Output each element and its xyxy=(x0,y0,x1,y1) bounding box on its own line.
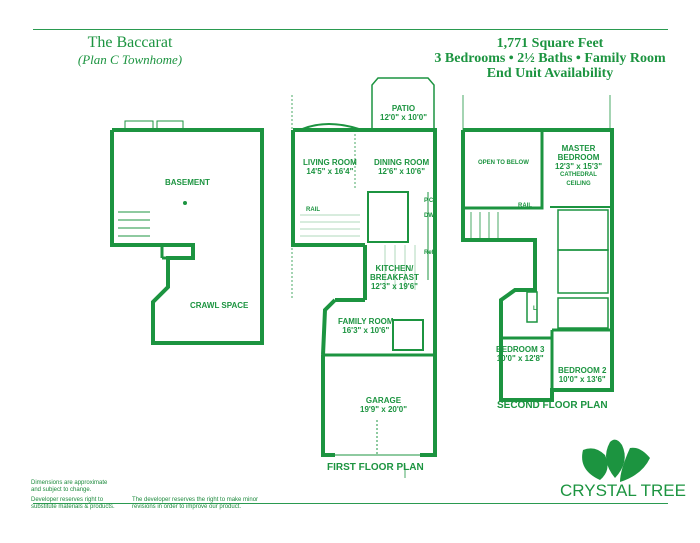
living-room-size: 14'5" x 16'4" xyxy=(306,167,354,176)
bedroom2-size: 10'0" x 13'6" xyxy=(558,375,606,384)
kitchen-name: KITCHEN/ xyxy=(375,264,414,273)
rail-label: RAIL xyxy=(306,207,320,213)
kitchen-size: 12'3" x 19'6" xyxy=(370,282,418,291)
first-floor-plan-title: FIRST FLOOR PLAN xyxy=(327,462,424,473)
plan-name-block: The Baccarat (Plan C Townhome) xyxy=(60,34,200,68)
note-dimensions: Dimensions are approximate and subject t… xyxy=(31,480,108,493)
bedroom3-size: 10'0" x 12'8" xyxy=(496,354,544,363)
master-line2: BEDROOM xyxy=(557,153,600,162)
ref-label: Ref xyxy=(424,250,434,256)
master-note2: CEILING xyxy=(566,181,591,187)
square-feet: 1,771 Square Feet xyxy=(496,36,604,51)
note-substitute: Developer reserves right to substitute m… xyxy=(31,497,115,510)
first-floor-plan xyxy=(291,77,437,478)
second-rail-label: RAIL xyxy=(518,203,532,209)
crystal-tree-logo-text: CRYSTAL TREE xyxy=(560,481,686,500)
specs-block: 1,771 Square Feet 3 Bedrooms • 2½ Baths … xyxy=(430,36,670,81)
plan-type: (Plan C Townhome) xyxy=(77,52,183,67)
crystal-tree-logo-leaves xyxy=(582,439,650,482)
master-line1: MASTER xyxy=(561,144,596,153)
master-note1: CATHEDRAL xyxy=(560,172,597,178)
crawl-space-label: CRAWL SPACE xyxy=(190,301,249,310)
bottom-rule xyxy=(33,503,668,504)
garage-name: GARAGE xyxy=(365,396,402,405)
basement-dot xyxy=(183,201,187,205)
dining-room-name: DINING ROOM xyxy=(374,158,430,167)
basement-plan xyxy=(110,120,264,345)
open-to-below-label: OPEN TO BELOW xyxy=(478,160,529,166)
top-rule xyxy=(33,29,668,30)
second-floor-plan-title: SECOND FLOOR PLAN xyxy=(497,400,608,411)
pc-label: P.C. xyxy=(424,198,435,204)
patio-name: PATIO xyxy=(391,104,416,113)
master-size: 12'3" x 15'3" xyxy=(555,162,602,171)
availability: End Unit Availability xyxy=(486,66,614,81)
patio-size: 12'0" x 10'0" xyxy=(380,113,427,122)
note-revisions: The developer reserves the right to make… xyxy=(132,497,259,510)
basement-label: BASEMENT xyxy=(165,178,210,187)
plan-name: The Baccarat xyxy=(87,34,173,51)
linen-label: L xyxy=(533,306,537,312)
dw-label: DW xyxy=(424,213,434,219)
family-room-size: 16'3" x 10'6" xyxy=(342,326,390,335)
features: 3 Bedrooms • 2½ Baths • Family Room xyxy=(434,51,666,66)
second-floor-plan xyxy=(461,95,614,402)
dining-room-size: 12'6" x 10'6" xyxy=(378,167,426,176)
bedroom2-name: BEDROOM 2 xyxy=(558,366,607,375)
family-room-name: FAMILY ROOM xyxy=(338,317,394,326)
living-room-name: LIVING ROOM xyxy=(303,158,357,167)
garage-size: 19'9" x 20'0" xyxy=(360,405,407,414)
bedroom3-name: BEDROOM 3 xyxy=(496,345,545,354)
breakfast-name: BREAKFAST xyxy=(370,273,419,282)
